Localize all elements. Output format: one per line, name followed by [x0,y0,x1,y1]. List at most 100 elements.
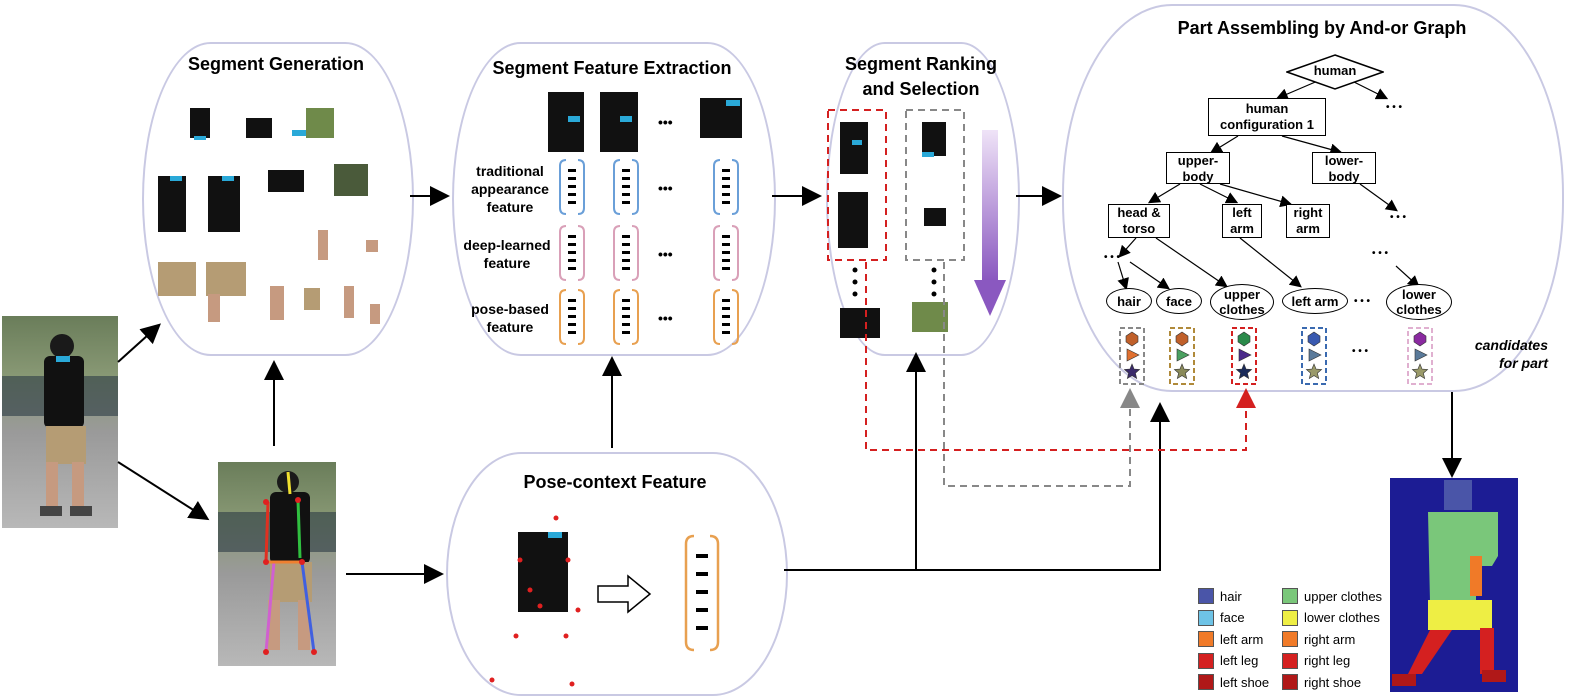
traditional-vector-2 [713,159,739,215]
legend-label: right arm [1304,631,1356,647]
left-arm-node: left arm [1222,204,1262,238]
leaf-upper-line2: clothes [1219,302,1265,317]
pose-photo [218,462,336,666]
traditional-vector-0 [559,159,585,215]
pose-context-vector [684,534,720,652]
legend-item-face: face [1198,609,1245,626]
segment-generation-title: Segment Generation [187,54,365,74]
leaf-hair: hair [1106,288,1152,314]
candidate-box-0 [1119,327,1145,385]
lower-body-line1: lower- [1324,153,1364,168]
head-torso-line1: head & [1117,205,1161,220]
feature-segment-images [548,92,742,152]
legend-label: right leg [1304,653,1351,668]
gray-dashed-arrow [943,262,1140,487]
left-arm-line1: left [1232,205,1252,220]
legend-swatch [1282,631,1298,647]
pose-context-image [489,515,652,687]
traditional-line3: feature [486,199,534,215]
ellipsis-segments: ••• [658,114,673,130]
legend-item-upper-clothes: upper clothes [1282,588,1382,604]
candidate-box-3 [1301,327,1327,385]
config-line1: human [1245,101,1289,116]
head-torso-node: head & torso [1108,204,1170,238]
pose-vector-2 [713,289,739,345]
traditional-line2: appearance [471,181,549,197]
legend-item-right-arm: right arm [1282,631,1355,647]
segment-ranking-title-line1: Segment Ranking [844,54,998,74]
candidate-box-1 [1169,327,1195,385]
parsing-result [1390,478,1518,692]
upper-body-line1: upper- [1177,153,1219,168]
root-label: human [1313,63,1357,78]
candidate-boxes [1119,327,1433,385]
left-arm-line2: arm [1230,221,1254,236]
ellipsis-deep: ••• [658,246,673,262]
head-torso-line2: torso [1122,221,1156,236]
ranking-segments [827,109,1006,338]
deep-vector-2 [713,225,739,281]
lower-body-ellipsis: • • • [1390,212,1407,223]
config-line2: configuration 1 [1220,117,1314,132]
leaf-lower-line1: lower [1402,287,1436,302]
candidate-box-2 [1231,327,1257,385]
red-dashed-arrow [865,262,1256,451]
legend-item-left-leg: left leg [1198,652,1258,669]
pose-feature-label: pose-based feature [460,300,560,336]
part-assembling-title: Part Assembling by And-or Graph [1177,18,1467,38]
lower-body-line2: body [1328,169,1360,184]
right-arm-line1: right [1293,205,1323,220]
leaf-upper-line1: upper [1223,287,1261,302]
candidates-line2: for part [1499,355,1548,371]
candidate-ellipsis: • • • [1352,346,1369,357]
candidate-box-4 [1407,327,1433,385]
legend-item-right-shoe: right shoe [1282,674,1361,690]
legend-item-left-arm: left arm [1198,631,1263,647]
graph-edges [1117,79,1420,291]
legend-label: right shoe [1304,674,1362,690]
legend-swatch [1198,588,1214,604]
leaf-face: face [1156,288,1202,314]
upper-body-line2: body [1182,169,1214,184]
ellipsis-traditional: ••• [658,180,673,196]
leaf-lower-line2: clothes [1396,302,1442,317]
upper-body-node: upper- body [1166,152,1230,184]
leaf-left-arm: left arm [1282,288,1348,314]
deep-vector-0 [559,225,585,281]
leaf-upper-clothes: upper clothes [1210,284,1274,320]
legend-item-lower-clothes: lower clothes [1282,609,1380,626]
diamond-shape [1286,54,1384,90]
legend-label: face [1220,610,1245,625]
legend-swatch [1282,588,1298,604]
deep-line2: feature [483,255,531,271]
segment-ranking-title-line2: and Selection [862,79,980,99]
lower-body-ellipsis-2: • • • [1372,248,1389,259]
pose-line1: pose-based [471,301,549,317]
legend-label: left arm [1220,631,1264,647]
person-figure-icon [2,334,118,516]
legend-swatch [1198,674,1214,690]
pose-context-panel [446,452,788,696]
right-arm-line2: arm [1296,221,1320,236]
pose-skeleton-icon [218,471,336,655]
config-node: human configuration 1 [1208,98,1326,136]
ellipsis-pose: ••• [658,310,673,326]
deep-feature-label: deep-learned feature [452,236,562,272]
head-torso-ellipsis: • • • [1104,252,1121,263]
legend-swatch [1282,652,1298,669]
legend-label: lower clothes [1304,610,1380,625]
candidates-line1: candidates [1474,337,1548,353]
legend-label: hair [1220,588,1242,604]
root-node: human [1286,54,1384,90]
lower-body-node: lower- body [1312,152,1376,184]
feature-vectors [559,159,739,652]
pose-context-title: Pose-context Feature [523,472,707,492]
candidates-label: candidates for part [1438,336,1548,372]
legend-label: left shoe [1220,674,1270,690]
pose-vector-0 [559,289,585,345]
legend-swatch [1198,609,1214,626]
legend-swatch [1198,631,1214,647]
traditional-line1: traditional [476,163,544,179]
legend-swatch [1198,652,1214,669]
